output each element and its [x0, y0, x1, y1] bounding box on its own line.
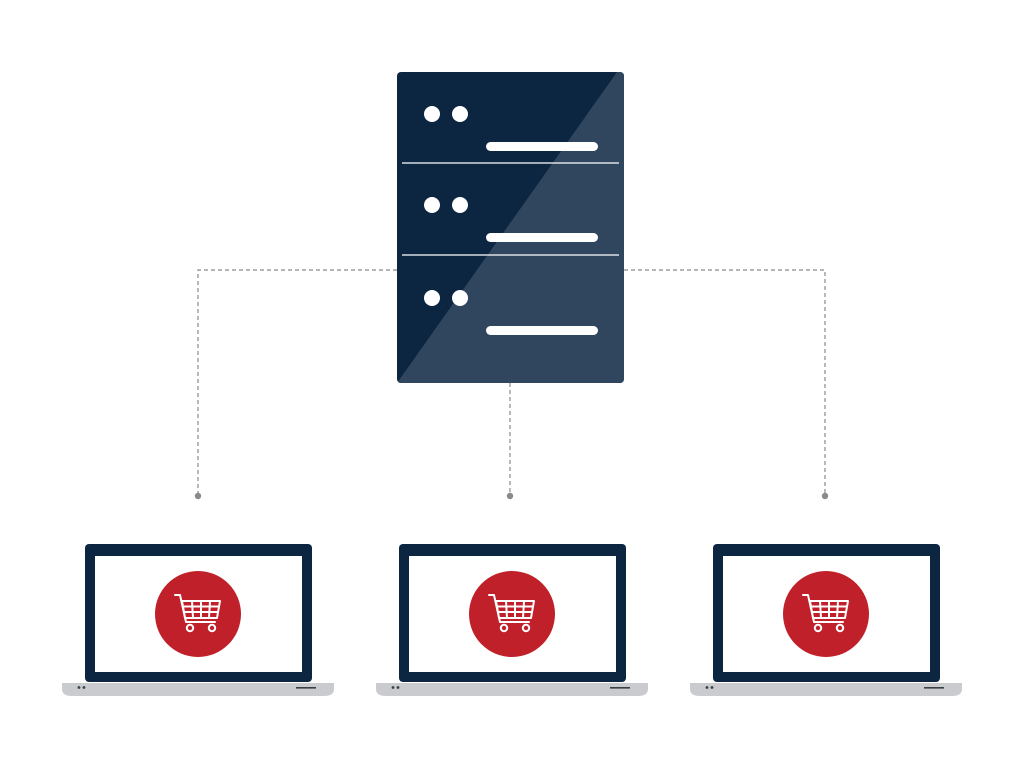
laptop-icon — [690, 544, 962, 696]
server-slot — [486, 142, 598, 151]
server-led — [424, 106, 440, 122]
server-led — [424, 290, 440, 306]
server-led — [452, 106, 468, 122]
server-unit — [424, 197, 598, 242]
server-unit — [424, 106, 598, 151]
connector-dot-left — [194, 492, 202, 500]
laptop-icon — [62, 544, 334, 696]
server-slot — [486, 233, 598, 242]
server-slot — [486, 326, 598, 335]
connector-dot-right — [821, 492, 829, 500]
server-led — [452, 197, 468, 213]
client-laptops — [62, 544, 962, 696]
connector-endpoints — [194, 492, 829, 500]
server-unit — [424, 290, 598, 335]
connectors — [197, 269, 826, 494]
server-led — [452, 290, 468, 306]
laptop-icon — [376, 544, 648, 696]
server-led — [424, 197, 440, 213]
connector-left — [197, 269, 397, 494]
server-rack-icon — [397, 72, 624, 383]
connector-right — [624, 269, 826, 494]
connector-dot-center — [506, 492, 514, 500]
